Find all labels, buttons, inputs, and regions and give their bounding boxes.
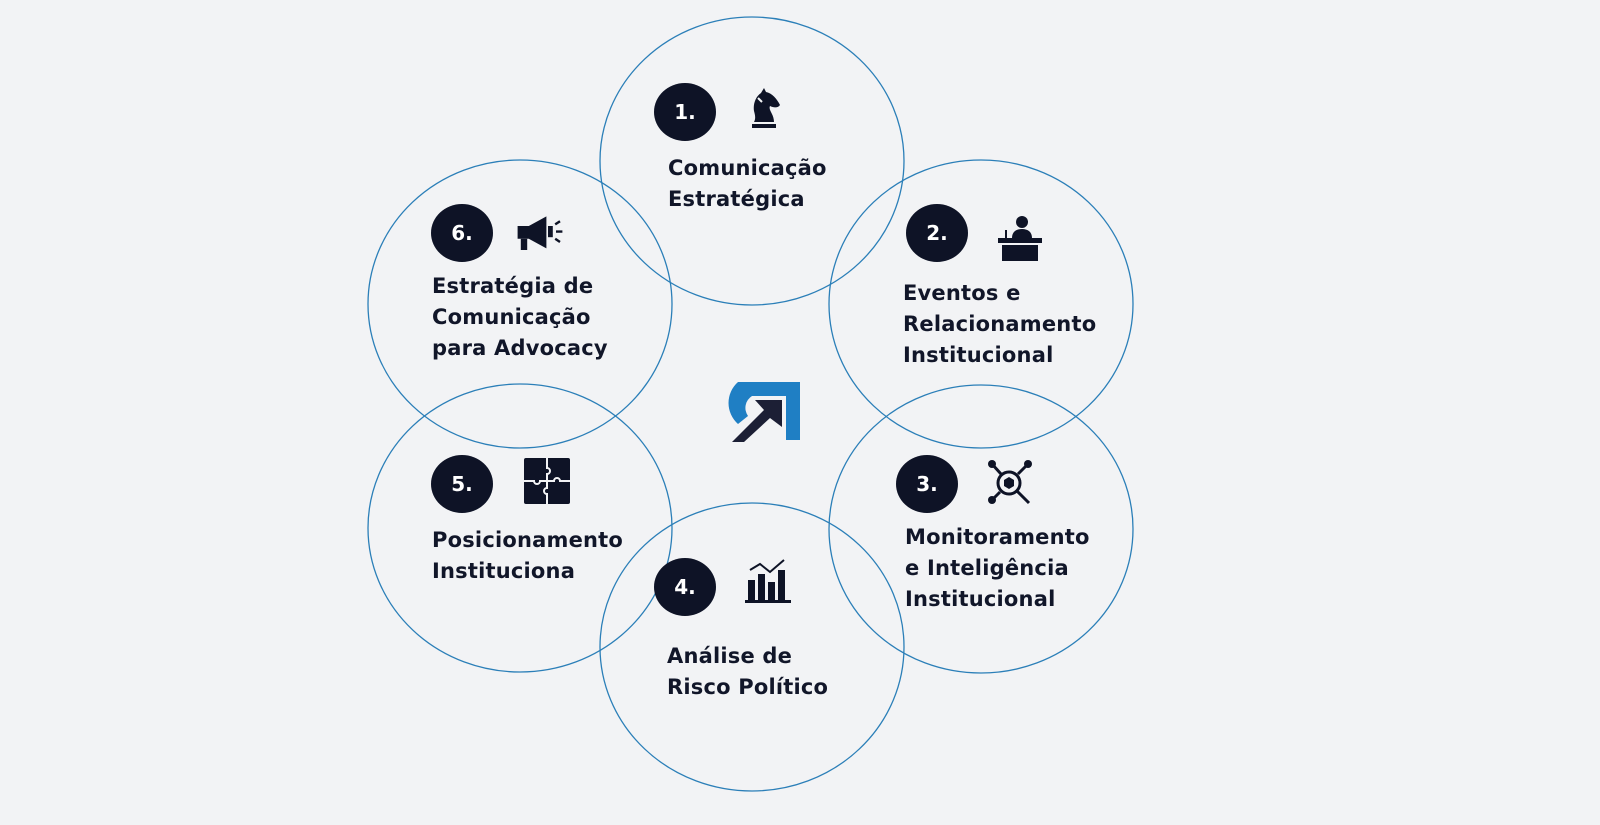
- megaphone-icon: [517, 216, 563, 250]
- circle-2: [828, 159, 1134, 449]
- circle-5: [367, 383, 673, 673]
- step-badge-3: 3.: [896, 455, 958, 513]
- circle-4: [599, 502, 905, 792]
- step-badge-1: 1.: [654, 83, 716, 141]
- circle-3: [828, 384, 1134, 674]
- circle-6: [367, 159, 673, 449]
- network-magnifier-icon: [988, 460, 1032, 505]
- circle-1: [599, 16, 905, 306]
- arrow-logo-icon: [728, 382, 800, 442]
- chess-knight-icon: [752, 88, 780, 128]
- step-badge-6: 6.: [431, 204, 493, 262]
- bar-chart-icon: [745, 559, 791, 603]
- step-badge-2: 2.: [906, 204, 968, 262]
- step-badge-5: 5.: [431, 455, 493, 513]
- speaker-podium-icon: [998, 216, 1042, 261]
- step-badge-4: 4.: [654, 558, 716, 616]
- puzzle-icon: [524, 458, 570, 504]
